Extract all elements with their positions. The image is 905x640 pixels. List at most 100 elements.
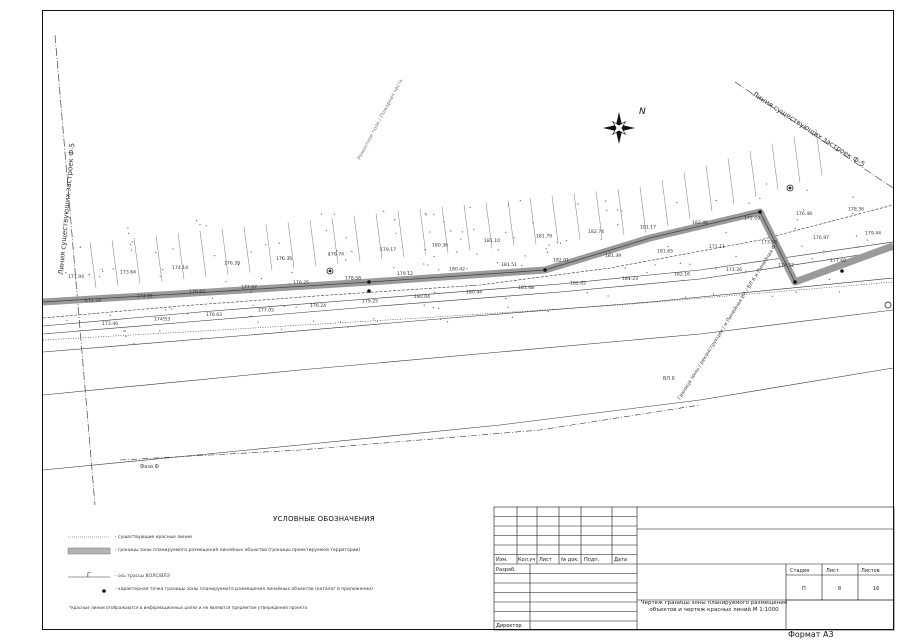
survey-point <box>123 330 125 332</box>
elevation-label: 172.09 <box>744 216 760 222</box>
elevation-label: 176.48 <box>796 211 812 217</box>
elevation-label: 180.04 <box>414 294 430 300</box>
survey-point <box>328 253 330 255</box>
survey-point <box>127 227 129 229</box>
legend-item-axis: - ось трассы ВОЛС/ВЛЭ <box>115 574 170 579</box>
cross-section-tick <box>375 213 383 260</box>
stage-value: 16 <box>873 586 879 592</box>
survey-point <box>725 232 727 234</box>
cross-section-tick <box>111 239 119 286</box>
survey-point <box>689 263 691 265</box>
survey-point <box>429 231 431 233</box>
survey-marker-center <box>328 269 332 273</box>
cross-section-tick <box>529 197 537 245</box>
title-block-header: Изм. <box>496 557 508 563</box>
cross-section-tick <box>727 158 735 205</box>
elevation-label: 182.16 <box>674 272 690 278</box>
survey-point <box>424 249 426 251</box>
survey-point <box>257 321 259 323</box>
survey-point <box>565 240 568 242</box>
survey-point <box>866 239 869 241</box>
cross-section-tick <box>89 241 97 289</box>
elevation-label: 180.42 <box>449 267 465 273</box>
survey-point <box>679 262 681 264</box>
survey-point <box>682 279 684 281</box>
survey-point <box>250 315 252 317</box>
survey-point <box>383 210 385 212</box>
survey-point <box>507 306 509 308</box>
survey-point <box>159 330 161 332</box>
survey-point <box>424 212 426 215</box>
survey-point <box>88 274 90 276</box>
survey-points <box>65 183 869 345</box>
survey-point <box>376 320 378 322</box>
survey-point <box>735 255 737 257</box>
survey-point <box>521 265 523 267</box>
survey-point <box>278 242 280 244</box>
legend-symbols <box>67 536 111 593</box>
elevation-label: 182.74 <box>588 229 604 235</box>
survey-point <box>162 269 164 271</box>
survey-point <box>676 202 678 204</box>
route-axis <box>43 211 893 303</box>
title-block-header: Кол.уч <box>518 557 535 563</box>
elevation-label: 176.97 <box>813 235 829 241</box>
survey-point <box>347 326 349 328</box>
elevation-label: 176.39 <box>224 261 240 267</box>
characteristic-point <box>840 269 844 273</box>
cross-section-tick <box>463 204 471 251</box>
elevation-label: 176.63 <box>206 312 222 318</box>
cross-section-tick <box>595 191 603 238</box>
survey-point <box>715 199 717 202</box>
survey-point <box>617 209 619 211</box>
survey-point <box>621 210 623 212</box>
cross-section-tick <box>177 233 185 280</box>
elevation-label: 182.01 <box>553 258 569 264</box>
elevation-label: 171.26 <box>726 267 742 273</box>
cross-section-tick <box>815 129 823 176</box>
elevation-label: 176.24 <box>310 303 326 309</box>
survey-point <box>608 250 611 252</box>
elevation-label: 178.36 <box>848 207 864 213</box>
survey-point <box>806 189 808 191</box>
survey-point <box>155 252 157 254</box>
legend: УСЛОВНЫЕ ОБОЗНАЧЕНИЯ - существующие крас… <box>43 507 493 629</box>
title-block-header: Лист <box>539 557 552 563</box>
survey-point <box>505 297 507 300</box>
survey-marker <box>884 301 892 309</box>
survey-point <box>524 255 526 257</box>
survey-markers <box>326 184 892 309</box>
survey-point <box>624 267 626 269</box>
survey-point <box>548 244 550 246</box>
survey-point <box>771 295 774 297</box>
survey-point <box>163 317 165 319</box>
elevation-label: 174.81 <box>137 294 153 300</box>
survey-point <box>196 219 198 222</box>
survey-point <box>745 270 747 272</box>
elevation-label: 182.46 <box>692 220 708 226</box>
survey-point <box>759 197 761 200</box>
survey-point <box>83 299 86 301</box>
survey-point <box>131 241 133 243</box>
right-red-line <box>734 81 893 189</box>
characteristic-point <box>758 210 762 214</box>
survey-point <box>532 222 534 224</box>
survey-point <box>586 292 588 294</box>
cross-section-tick <box>133 237 141 284</box>
cross-section-tick <box>683 172 691 219</box>
survey-point <box>469 206 471 209</box>
survey-point <box>823 250 825 252</box>
elevation-label: 176.74 <box>328 252 344 258</box>
small-label-2: ВЛ 6 <box>663 376 675 382</box>
survey-marker <box>786 184 794 192</box>
elevation-label: 180.36 <box>432 243 448 249</box>
cross-section-tick <box>221 228 229 275</box>
legend-title: УСЛОВНЫЕ ОБОЗНАЧЕНИЯ <box>273 515 375 523</box>
survey-marker-center <box>788 186 792 190</box>
survey-point <box>607 295 609 297</box>
characteristic-point <box>367 280 371 284</box>
left-red-line <box>54 34 96 506</box>
survey-point <box>99 276 101 278</box>
survey-point <box>606 209 608 211</box>
